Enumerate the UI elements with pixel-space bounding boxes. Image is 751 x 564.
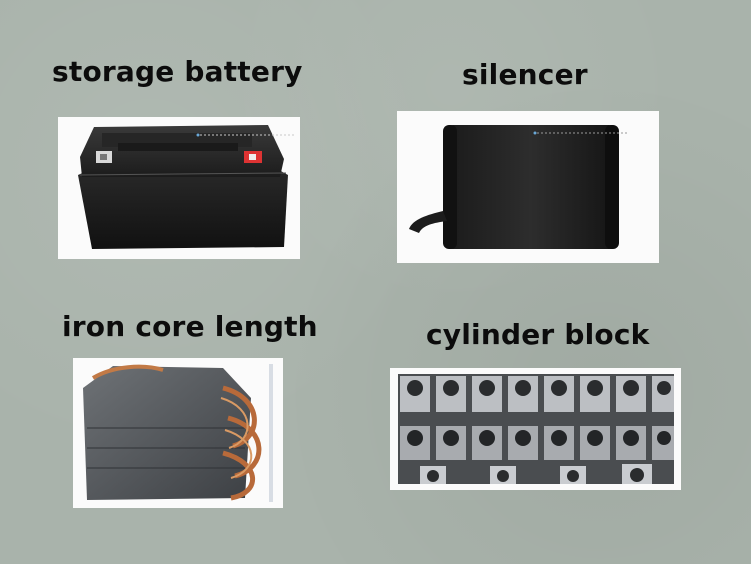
iron-core-image bbox=[73, 358, 283, 508]
storage-battery-label: storage battery bbox=[52, 55, 303, 88]
iron-core-length-label: iron core length bbox=[62, 310, 318, 343]
storage-battery-image bbox=[58, 117, 300, 259]
cylinder-block-label: cylinder block bbox=[426, 318, 650, 351]
silencer-label: silencer bbox=[462, 58, 588, 91]
silencer-image bbox=[397, 111, 659, 263]
cylinder-block-image bbox=[390, 368, 681, 490]
